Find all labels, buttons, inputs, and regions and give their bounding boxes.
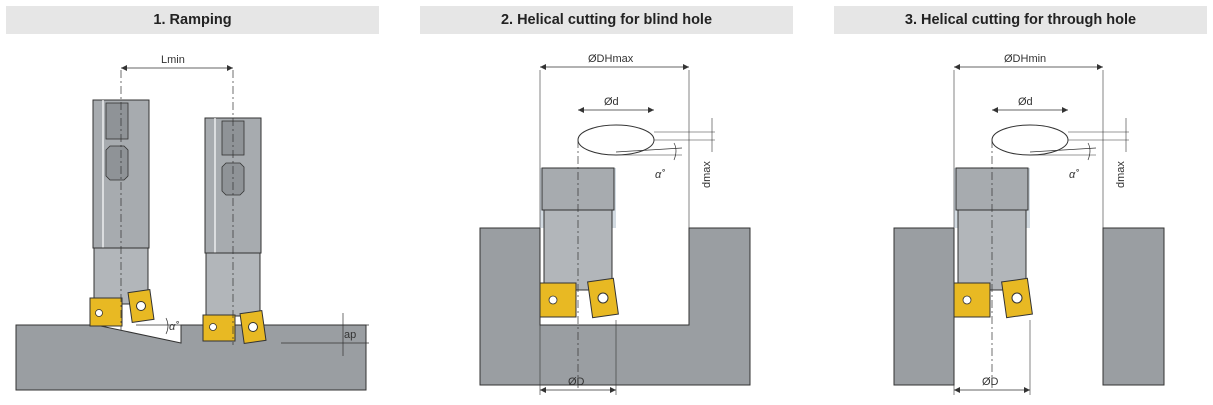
panel-ramping: 1. Ramping <box>6 0 379 405</box>
tool-left <box>89 70 155 330</box>
workpiece-left <box>893 227 955 386</box>
d-label: Ød <box>604 96 619 108</box>
panel-through-hole: 3. Helical cutting for through hole ØDHm… <box>834 0 1207 405</box>
alpha-label: α˚ <box>169 321 179 333</box>
ramping-diagram: Lmin α˚ ap <box>15 54 369 391</box>
workpiece-right <box>1102 227 1165 386</box>
through-hole-diagram: ØDHmin Ød α˚ dmax ØD <box>893 53 1165 395</box>
lmin-label: Lmin <box>161 54 185 66</box>
workpiece <box>15 324 367 391</box>
dh-label: ØDHmin <box>1004 53 1046 65</box>
panel-title: 2. Helical cutting for blind hole <box>420 6 793 34</box>
ap-label: ap <box>344 329 356 341</box>
panel-title: 3. Helical cutting for through hole <box>834 6 1207 34</box>
bigD-label: ØD <box>568 376 585 388</box>
dmax-label: dmax <box>1115 161 1127 188</box>
panel-title: 1. Ramping <box>6 6 379 34</box>
d-label: Ød <box>1018 96 1033 108</box>
dh-label: ØDHmax <box>588 53 634 65</box>
blind-hole-diagram: ØDHmax Ød α˚ dmax ØD <box>479 53 751 395</box>
bigD-label: ØD <box>982 376 999 388</box>
alpha-label: α˚ <box>1069 169 1079 181</box>
dmax-label: dmax <box>701 161 713 188</box>
alpha-label: α˚ <box>655 169 665 181</box>
tool-right <box>202 70 267 345</box>
panel-blind-hole: 2. Helical cutting for blind hole ØDHmax… <box>420 0 793 405</box>
